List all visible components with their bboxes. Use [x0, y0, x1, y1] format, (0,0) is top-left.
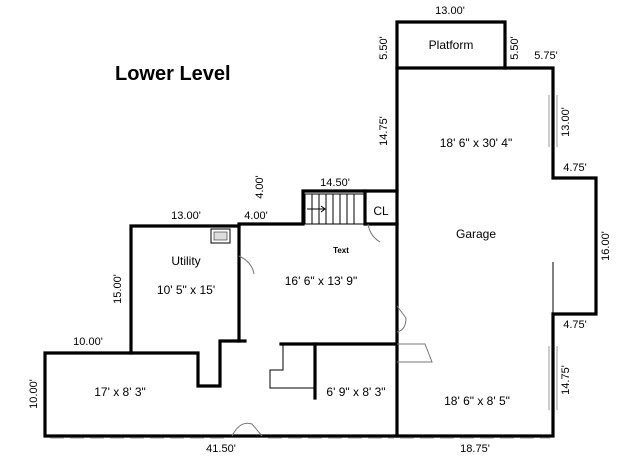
closet-walls	[363, 189, 399, 226]
lower-level-walls	[43, 189, 399, 438]
garage-step-icon	[397, 343, 433, 363]
garage-label: Garage	[456, 227, 496, 241]
utility-walls	[129, 224, 241, 388]
left-room-dims: 17' x 8' 3"	[94, 385, 146, 399]
dim-bump-side: 16.00'	[600, 231, 612, 261]
dim-garage-bottom: 18.75'	[460, 443, 490, 455]
garage-walls	[395, 66, 598, 438]
sink-basin	[213, 231, 228, 241]
dim-utility-left: 15.00'	[112, 274, 124, 304]
closet-label: CL	[373, 204, 389, 218]
dim-left-side: 10.00'	[28, 379, 40, 409]
stair-arrow-icon	[307, 205, 326, 213]
front-door-icon	[231, 422, 263, 437]
platform-label: Platform	[429, 38, 474, 52]
center-room-dims: 6' 9" x 8' 3"	[326, 385, 385, 399]
dim-platform-right: 5.50'	[509, 36, 521, 60]
closet-door-icon	[367, 223, 381, 243]
dim-stair-left: 4.00'	[254, 175, 266, 199]
dim-platform-top: 13.00'	[435, 5, 465, 17]
garage-entry-door-icon	[396, 305, 407, 333]
plan-title: Lower Level	[115, 63, 231, 85]
text-label: Text	[333, 246, 349, 255]
dim-stair-top: 14.50'	[320, 177, 350, 189]
dim-left-top: 10.00'	[73, 336, 103, 348]
dim-bump-bottom: 4.75'	[563, 319, 587, 331]
main-room-dims: 16' 6" x 13' 9"	[285, 274, 357, 288]
dim-bottom: 41.50'	[206, 443, 236, 455]
platform-walls	[395, 20, 507, 70]
garage-lower-dims: 18' 6" x 8' 5"	[444, 394, 510, 408]
dim-garage-right-window: 13.00'	[560, 107, 572, 137]
dim-bump-top: 4.75'	[563, 162, 587, 174]
lower-stair-outline	[269, 344, 315, 389]
utility-dims: 10' 5" x 15'	[157, 283, 215, 297]
utility-label: Utility	[171, 254, 200, 268]
dim-stair-step: 4.00'	[244, 210, 268, 222]
dim-utility-top: 13.00'	[171, 210, 201, 222]
dim-garage-right-top: 5.75'	[534, 50, 558, 62]
garage-dims: 18' 6" x 30' 4"	[440, 136, 512, 150]
dim-platform-left: 5.50'	[378, 36, 390, 60]
dim-garage-right-lower: 14.75'	[560, 365, 572, 395]
dim-garage-left: 14.75'	[378, 116, 390, 146]
utility-door-icon	[238, 255, 255, 275]
